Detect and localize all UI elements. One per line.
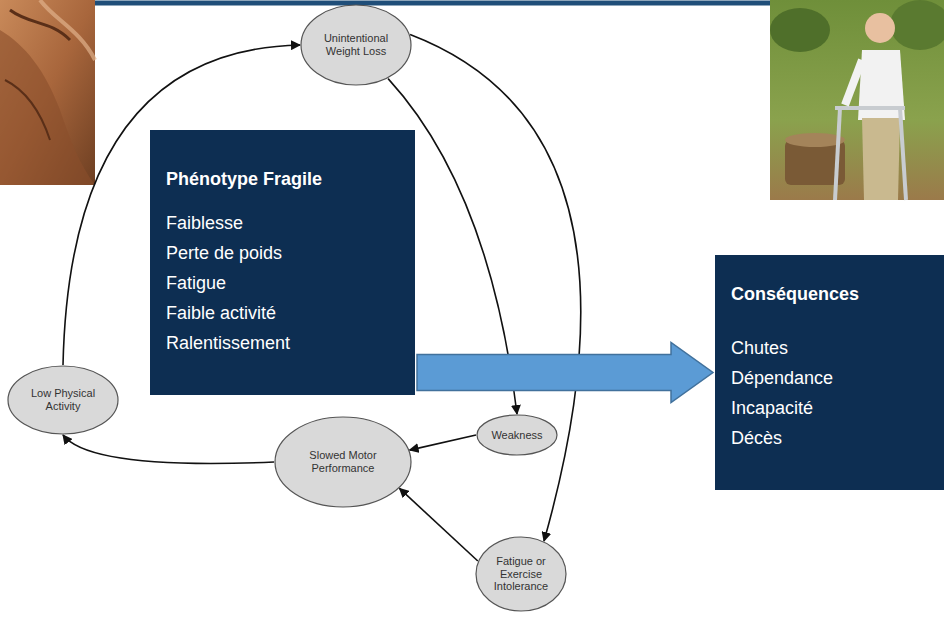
block-arrow: [417, 343, 713, 403]
node-label: Slowed Motor Performance: [295, 449, 392, 474]
text-holder: Low Physical Activity: [24, 387, 102, 412]
ellipse-shape: [8, 366, 118, 434]
elderly-walker-photo-right: [770, 0, 944, 200]
list-item: Perte de poids: [166, 238, 403, 268]
list-item: Décès: [731, 423, 932, 453]
box-heading: Phénotype Fragile: [166, 164, 403, 194]
phenotype-box: Phénotype FragileFaiblessePerte de poids…: [150, 130, 415, 395]
cycle-arrow: [410, 435, 476, 450]
list-item: Faiblesse: [166, 208, 403, 238]
ellipse-shape: [301, 5, 411, 85]
node-label: Fatigue or Exercise Intolerance: [489, 555, 553, 593]
ellipse-shape: [477, 415, 557, 455]
list-item: Chutes: [731, 333, 932, 363]
consequences-box: ConséquencesChutesDépendanceIncapacitéDé…: [715, 255, 944, 490]
cycle-arrow: [400, 488, 478, 561]
ellipse-shape: [275, 417, 411, 507]
cycle-ellipse: Low Physical Activity: [7, 365, 119, 435]
text-holder: Weakness: [491, 429, 542, 442]
node-label: Low Physical Activity: [24, 387, 102, 412]
text-holder: Slowed Motor Performance: [295, 449, 392, 474]
list-item: Ralentissement: [166, 328, 403, 358]
list-item: Dépendance: [731, 363, 932, 393]
cycle-arrow: [63, 435, 274, 463]
list-item: Faible activité: [166, 298, 403, 328]
text-holder: Fatigue or Exercise Intolerance: [489, 555, 553, 593]
top-rule: [95, 1, 770, 6]
cycle-ellipse: Fatigue or Exercise Intolerance: [475, 536, 567, 612]
cycle-ellipse: Weakness: [476, 414, 558, 456]
ellipse-shape: [476, 537, 566, 611]
cycle-ellipse: Slowed Motor Performance: [274, 416, 412, 508]
node-label: Weakness: [491, 429, 542, 442]
elderly-photo-left: [0, 0, 95, 185]
box-heading: Conséquences: [731, 279, 932, 309]
cycle-ellipse: Unintentional Weight Loss: [300, 4, 412, 86]
list-item: Incapacité: [731, 393, 932, 423]
cycle-arrow: [410, 34, 581, 541]
node-label: Unintentional Weight Loss: [317, 32, 395, 57]
text-holder: Unintentional Weight Loss: [317, 32, 395, 57]
list-item: Fatigue: [166, 268, 403, 298]
